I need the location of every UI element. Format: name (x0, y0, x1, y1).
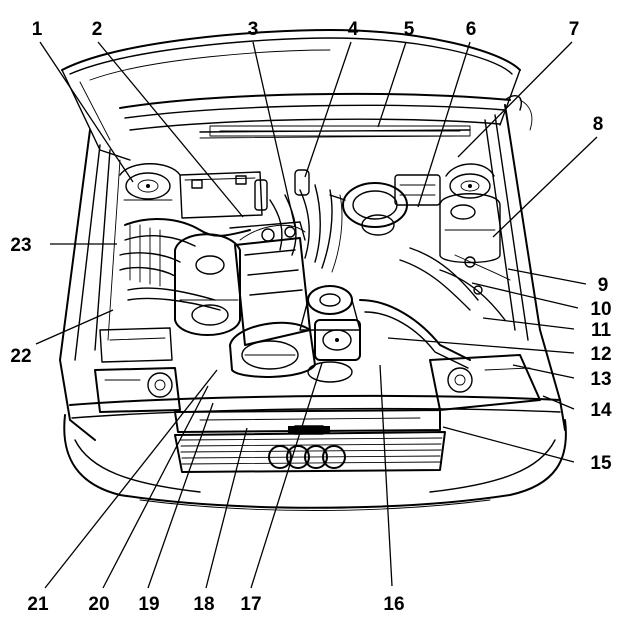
callout-8: 8 (593, 114, 604, 135)
callout-7: 7 (569, 19, 580, 40)
leader-4 (304, 41, 352, 178)
hood (61, 29, 521, 161)
leader-1 (39, 41, 134, 183)
callout-5: 5 (404, 19, 415, 40)
distributor (299, 285, 361, 331)
leader-lines (35, 41, 598, 589)
leader-19 (147, 402, 214, 589)
callout-11: 11 (591, 320, 612, 341)
leader-10 (471, 282, 579, 309)
leader-17 (250, 362, 323, 589)
callout-12: 12 (590, 344, 611, 365)
audi-rings-emblem (268, 445, 346, 469)
callout-17: 17 (240, 594, 261, 615)
right-fender (484, 94, 566, 431)
ignition-leads (254, 169, 343, 273)
leader-12 (387, 337, 575, 354)
engine-block (229, 221, 311, 346)
callout-23: 23 (10, 235, 31, 256)
leader-3 (252, 41, 296, 228)
front-bumper (63, 414, 567, 511)
leader-16 (379, 364, 393, 587)
leader-11 (482, 317, 575, 330)
callout-numbers: 1 2 3 4 5 6 7 8 9 10 11 12 13 14 15 16 1… (10, 19, 612, 615)
alternator (307, 319, 361, 383)
brake-reservoir (329, 174, 441, 236)
radiator-grille (174, 431, 446, 473)
callout-21: 21 (27, 594, 49, 615)
callout-9: 9 (598, 275, 609, 296)
air-intake-hoses (119, 218, 251, 311)
radiator-hoses (359, 247, 511, 369)
right-headlight-mount (429, 354, 541, 411)
leader-2 (97, 41, 244, 218)
callout-22: 22 (10, 346, 31, 367)
callout-13: 13 (590, 369, 611, 390)
left-headlight-mount (94, 327, 181, 413)
callout-6: 6 (466, 19, 477, 40)
callout-14: 14 (590, 400, 612, 421)
leader-22 (35, 309, 114, 345)
front-cross-member (69, 394, 561, 435)
timing-belt-cover (229, 321, 316, 378)
windscreen-cowl (119, 92, 511, 139)
callout-1: 1 (32, 19, 43, 40)
callout-16: 16 (383, 594, 404, 615)
leader-20 (102, 385, 209, 589)
leader-15 (442, 426, 575, 463)
leader-18 (205, 427, 248, 589)
left-fender (59, 129, 121, 441)
battery (179, 171, 263, 219)
leader-21 (44, 369, 218, 589)
leader-9 (507, 268, 587, 285)
left-strut-tower (119, 163, 181, 201)
leader-5 (377, 41, 407, 128)
callout-15: 15 (590, 453, 612, 474)
leader-14 (542, 395, 575, 410)
coolant-expansion-tank (439, 193, 501, 264)
callout-2: 2 (92, 19, 103, 40)
engine-bay-drawing (59, 29, 567, 511)
leader-13 (512, 364, 575, 379)
callout-3: 3 (248, 19, 259, 40)
callout-4: 4 (348, 19, 359, 40)
leader-6 (417, 41, 471, 208)
leader-7 (457, 41, 573, 158)
callout-18: 18 (193, 594, 214, 615)
callout-10: 10 (590, 299, 611, 320)
right-strut-tower (445, 163, 495, 199)
callout-20: 20 (88, 594, 109, 615)
callout-19: 19 (138, 594, 159, 615)
air-filter-housing (174, 233, 241, 336)
leader-8 (492, 136, 598, 238)
